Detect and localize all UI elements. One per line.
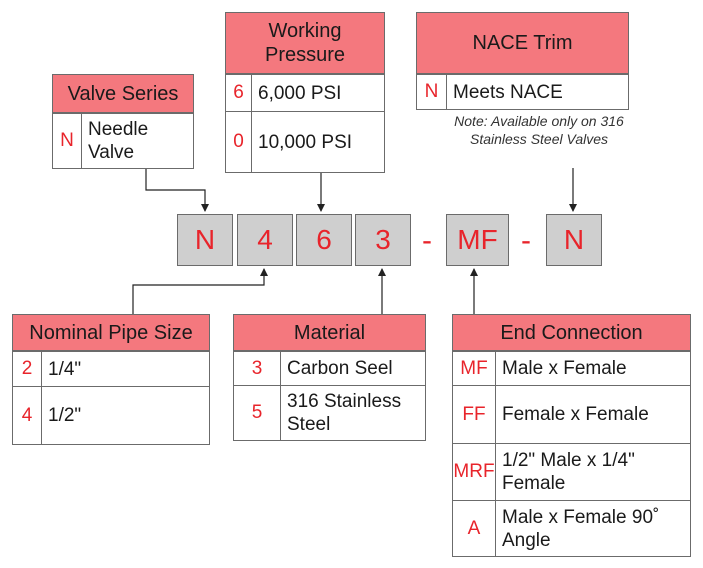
separator: - xyxy=(422,224,432,257)
end-connection-box: End Connection MF Male x Female FF Femal… xyxy=(452,314,691,557)
code-segment-material: 3 xyxy=(355,214,411,266)
material-row: 3 Carbon Seel xyxy=(234,351,425,385)
row-code: 6 xyxy=(226,75,252,111)
end-connection-row: FF Female x Female xyxy=(453,385,690,443)
connector-valve-series xyxy=(145,168,209,212)
nominal-pipe-size-row: 4 1/2" xyxy=(13,386,209,444)
row-description: 316 Stainless Steel xyxy=(287,391,402,435)
code-segment-end-connection: MF xyxy=(446,214,509,266)
separator: - xyxy=(521,224,531,257)
nace-trim-box: NACE Trim N Meets NACE xyxy=(416,12,629,110)
row-description: 1/2" Male x 1/4" Female xyxy=(502,450,635,494)
row-description: 1/2" xyxy=(48,405,82,426)
connector-nominal-pipe-size xyxy=(132,268,268,314)
row-code: A xyxy=(453,501,496,556)
row-code: MRF xyxy=(453,444,496,500)
nace-trim-row: N Meets NACE xyxy=(417,74,628,109)
row-description: 1/4" xyxy=(48,358,82,380)
row-code: 5 xyxy=(234,386,281,440)
code-segment-valve-series: N xyxy=(177,214,233,266)
row-code: FF xyxy=(453,386,496,443)
end-connection-row: MF Male x Female xyxy=(453,351,690,385)
row-code: N xyxy=(417,75,447,109)
working-pressure-title: Working Pressure xyxy=(226,13,384,74)
nominal-pipe-size-row: 2 1/4" xyxy=(13,351,209,386)
working-pressure-box: Working Pressure 6 6,000 PSI 0 10,000 PS… xyxy=(225,12,385,173)
material-box: Material 3 Carbon Seel 5 316 Stainless S… xyxy=(233,314,426,441)
code-segment-nace-trim: N xyxy=(546,214,602,266)
nominal-pipe-size-box: Nominal Pipe Size 2 1/4" 4 1/2" xyxy=(12,314,210,445)
material-title: Material xyxy=(234,315,425,351)
row-code: 0 xyxy=(226,112,252,172)
valve-series-title: Valve Series xyxy=(53,75,193,113)
row-description: Female x Female xyxy=(502,404,649,425)
row-description: Needle Valve xyxy=(88,119,149,163)
row-code: MF xyxy=(453,352,496,385)
code-segment-pressure: 6 xyxy=(296,214,352,266)
end-connection-row: A Male x Female 90˚ Angle xyxy=(453,500,690,556)
row-code: 3 xyxy=(234,352,281,385)
working-pressure-row: 6 6,000 PSI xyxy=(226,74,384,111)
row-code: 4 xyxy=(13,387,42,444)
row-description: Carbon Seel xyxy=(287,358,393,379)
row-description: 10,000 PSI xyxy=(258,131,353,153)
row-description: Meets NACE xyxy=(453,81,563,103)
valve-series-row: N Needle Valve xyxy=(53,113,193,168)
nace-trim-note: Note: Available only on 316 Stainless St… xyxy=(454,113,624,147)
valve-series-box: Valve Series N Needle Valve xyxy=(52,74,194,169)
material-row: 5 316 Stainless Steel xyxy=(234,385,425,440)
row-description: Male x Female 90˚ Angle xyxy=(502,506,660,551)
nominal-pipe-size-title: Nominal Pipe Size xyxy=(13,315,209,351)
row-code: 2 xyxy=(13,352,42,386)
row-description: 6,000 PSI xyxy=(258,82,342,104)
nace-trim-title: NACE Trim xyxy=(417,13,628,74)
row-code: N xyxy=(53,114,82,168)
code-segment-pipe-size: 4 xyxy=(237,214,293,266)
end-connection-row: MRF 1/2" Male x 1/4" Female xyxy=(453,443,690,500)
end-connection-title: End Connection xyxy=(453,315,690,351)
row-description: Male x Female xyxy=(502,358,627,379)
working-pressure-row: 0 10,000 PSI xyxy=(226,111,384,172)
